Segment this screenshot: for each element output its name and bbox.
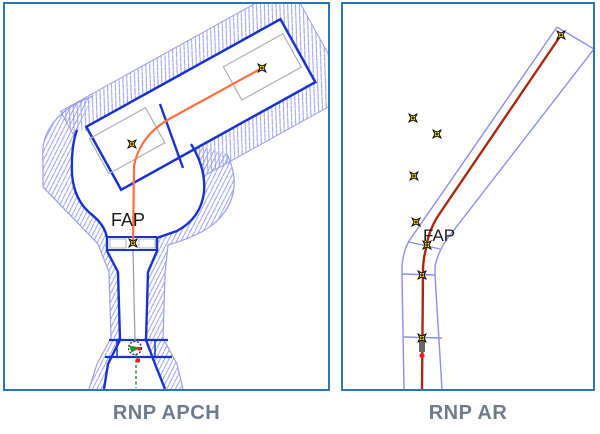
extended-centerline	[132, 250, 136, 343]
primary-area	[70, 17, 318, 389]
fap-label: FAP	[423, 226, 455, 245]
map-red-dot	[419, 352, 425, 359]
map-red-dot	[136, 358, 140, 363]
threshold-bar-icon	[419, 341, 425, 352]
rnp-apch-diagram: FAP	[42, 4, 328, 389]
waypoint-star-icon	[405, 167, 423, 185]
rnp-ar-corridor	[401, 26, 593, 389]
caption-rnp-apch: RNP APCH	[112, 402, 221, 424]
rnp-apch-panel: FAP	[3, 2, 330, 391]
waypoint-star-icon	[428, 125, 446, 143]
approach-track	[131, 66, 264, 246]
fap-fix-band	[107, 236, 157, 251]
threshold-red-mark	[137, 347, 141, 351]
waypoint-star-icon	[404, 109, 422, 127]
rnp-ar-panel: FAP	[341, 2, 595, 391]
approach-track	[420, 33, 563, 389]
fap-label: FAP	[111, 210, 145, 230]
rnp-ar-diagram: FAP	[401, 26, 593, 389]
caption-rnp-ar: RNP AR	[428, 402, 508, 424]
runway-threshold-area	[105, 250, 172, 388]
